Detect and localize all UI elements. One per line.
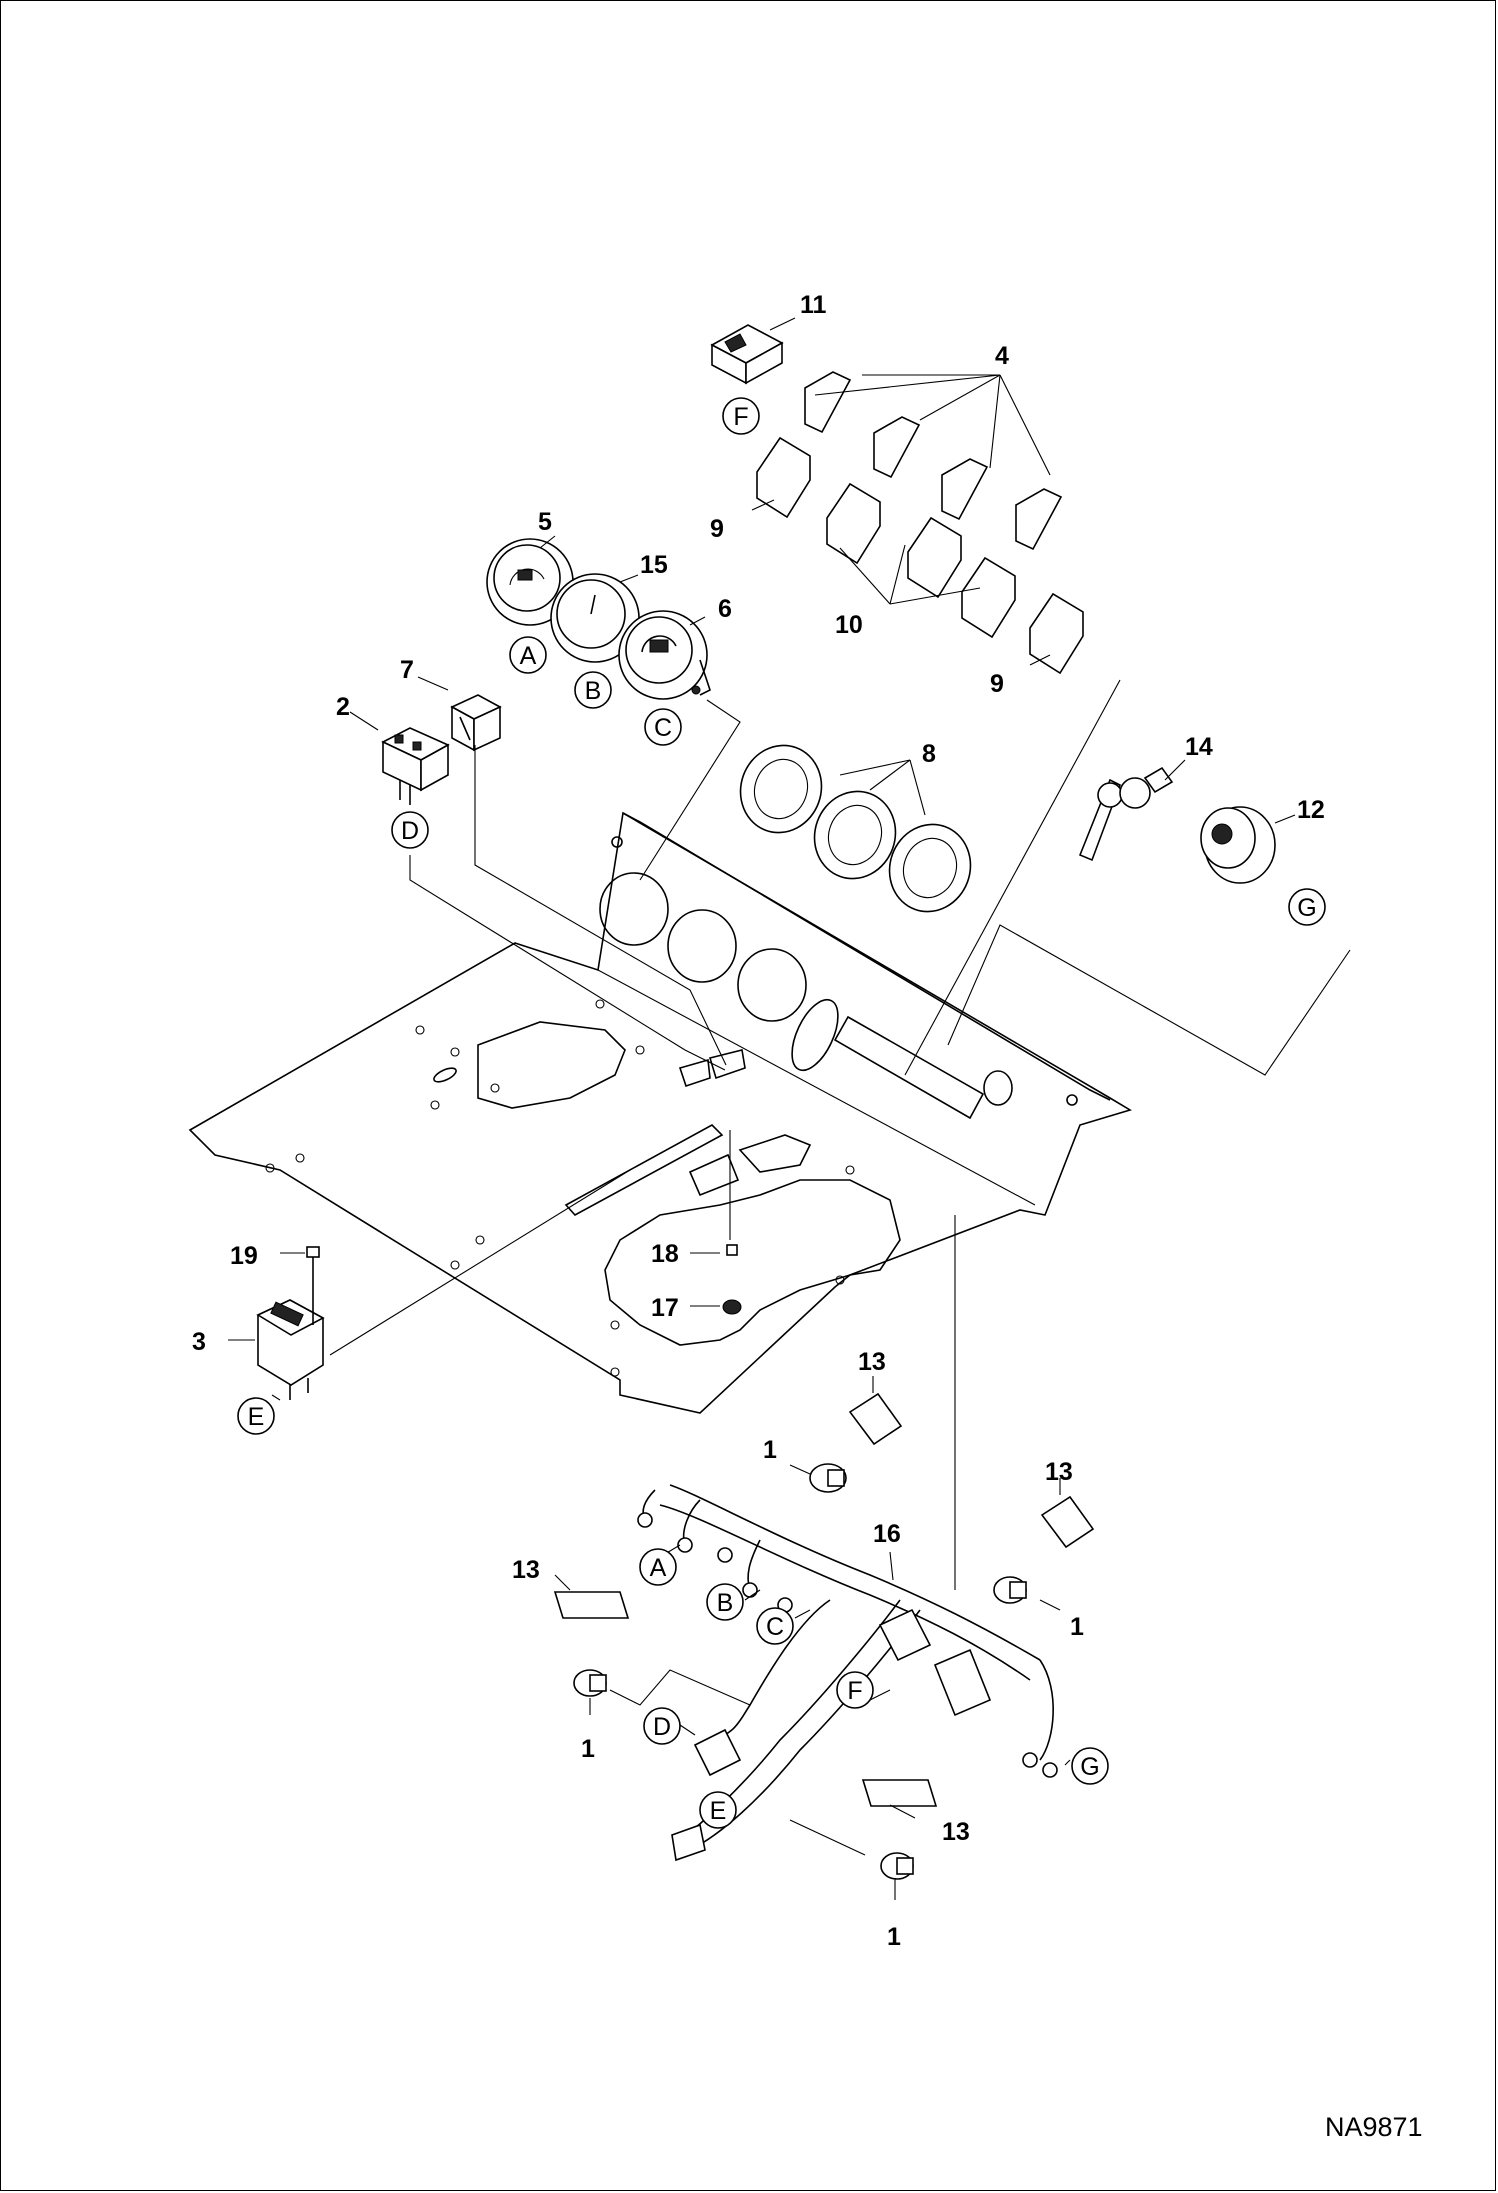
rocker-holders	[756, 436, 1084, 675]
svg-text:E: E	[248, 1403, 265, 1431]
letter-g-lower: G	[1071, 1747, 1109, 1785]
letter-f-upper: F	[722, 397, 760, 435]
callout-3: 3	[192, 1328, 206, 1356]
letter-c-lower: C	[756, 1607, 794, 1645]
callout-18: 18	[651, 1240, 679, 1268]
relay-3	[256, 1299, 325, 1400]
callout-6: 6	[718, 595, 732, 623]
callout-8: 8	[922, 740, 936, 768]
cutout-left	[477, 1021, 626, 1109]
connector-f	[878, 1608, 932, 1662]
connector-d	[693, 1728, 742, 1777]
pads-13	[553, 1392, 1095, 1807]
svg-text:E: E	[710, 1797, 727, 1825]
switch-opening	[833, 1015, 985, 1120]
gauge-hole-a	[599, 872, 669, 946]
gauge-5	[486, 538, 574, 626]
callout-12: 12	[1297, 796, 1325, 824]
callout-1-top: 1	[763, 1436, 777, 1464]
wiring-harness-16	[637, 1484, 1058, 1862]
svg-text:F: F	[733, 403, 748, 431]
letter-d-lower: D	[643, 1707, 681, 1745]
connector-letters: F A B C D G E A B C F D E G	[237, 397, 1326, 1829]
callout-19: 19	[230, 1242, 258, 1270]
ignition-switch-12	[1200, 806, 1276, 884]
callout-15: 15	[640, 551, 668, 579]
bezels-4	[804, 371, 1063, 551]
callout-4: 4	[995, 342, 1009, 370]
letter-e-upper: E	[237, 1397, 275, 1435]
letter-b-lower: B	[706, 1583, 744, 1621]
callout-7: 7	[400, 656, 414, 684]
svg-text:F: F	[847, 1677, 862, 1705]
callout-16: 16	[873, 1520, 901, 1548]
callout-13-right: 13	[1045, 1458, 1073, 1486]
callout-1-left: 1	[581, 1735, 595, 1763]
letter-e-lower: E	[699, 1791, 737, 1829]
gauge-15	[550, 573, 640, 663]
connector-g	[933, 1648, 992, 1717]
letter-c-upper: C	[644, 708, 682, 746]
switch-2	[381, 727, 450, 805]
callout-2: 2	[336, 693, 350, 721]
svg-text:B: B	[585, 677, 602, 705]
letter-a-upper: A	[509, 636, 547, 674]
dash-panel	[188, 811, 1132, 1414]
svg-text:A: A	[650, 1554, 667, 1582]
callout-10: 10	[835, 611, 863, 639]
callout-labels: 11 4 9 9 10 5 15 6 7 2 8 14 12 19 3 18 1…	[192, 291, 1325, 1951]
switch-7	[450, 694, 502, 752]
letter-f-lower: F	[836, 1671, 874, 1709]
callout-13-bottom: 13	[942, 1818, 970, 1846]
callout-5: 5	[538, 508, 552, 536]
screw-19	[306, 1246, 320, 1325]
svg-text:D: D	[401, 817, 419, 845]
cutout-bottom	[604, 1179, 901, 1346]
callout-11: 11	[800, 291, 827, 319]
callout-9-right: 9	[990, 670, 1004, 698]
nut-17-washer-18	[722, 1244, 742, 1315]
key-14	[1078, 766, 1174, 862]
slot-hole	[791, 998, 839, 1072]
long-slot	[564, 1124, 724, 1217]
figure-code: NA9871	[1325, 2112, 1423, 2142]
svg-text:D: D	[653, 1713, 671, 1741]
rocker-switch-11	[710, 324, 784, 385]
callout-13-left: 13	[512, 1556, 540, 1584]
key-hole	[983, 1070, 1013, 1106]
svg-text:G: G	[1297, 894, 1316, 922]
letter-d-upper: D	[391, 811, 429, 849]
connector-e	[671, 1823, 706, 1862]
svg-text:C: C	[654, 714, 672, 742]
gauge-6	[618, 610, 711, 700]
callout-1-right: 1	[1070, 1613, 1084, 1641]
svg-text:C: C	[766, 1613, 784, 1641]
svg-text:G: G	[1080, 1753, 1099, 1781]
gauge-hole-c	[737, 948, 807, 1022]
clips-1	[573, 1463, 1027, 1880]
svg-text:A: A	[520, 642, 537, 670]
letter-b-upper: B	[574, 671, 612, 709]
callout-17: 17	[651, 1294, 679, 1322]
callout-13-top: 13	[858, 1348, 886, 1376]
letter-a-lower: A	[639, 1548, 677, 1586]
callout-14: 14	[1185, 733, 1213, 761]
callout-1-bottom: 1	[887, 1923, 901, 1951]
callout-9-left: 9	[710, 515, 724, 543]
svg-text:B: B	[717, 1589, 734, 1617]
gauge-hole-b	[667, 909, 737, 983]
gauge-clips-8	[739, 744, 972, 913]
letter-g-upper: G	[1288, 888, 1326, 926]
leader-lines	[228, 317, 1351, 1900]
